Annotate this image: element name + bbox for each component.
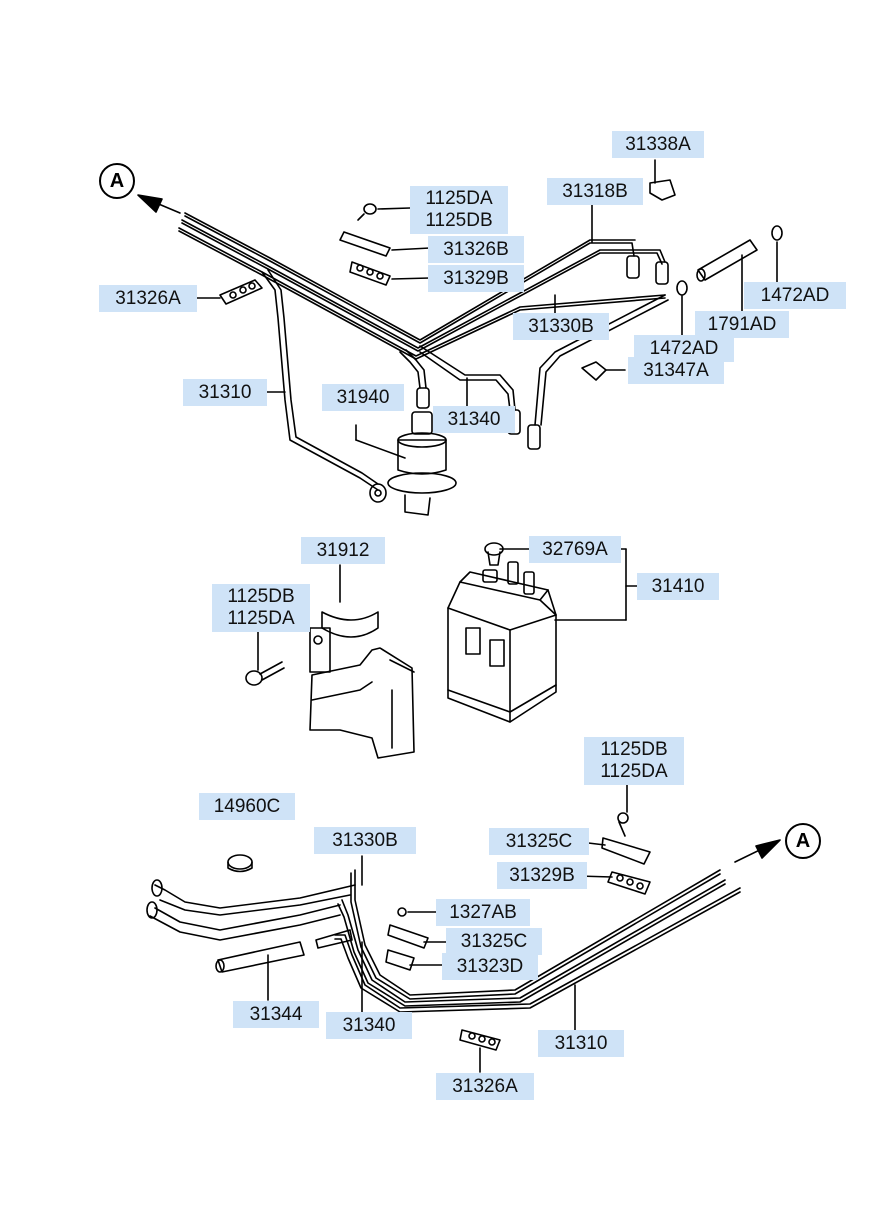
clip-31325C-right xyxy=(601,837,651,865)
clip-31323D xyxy=(385,949,415,971)
ref-marker-a-bottom: A xyxy=(785,823,821,859)
part-label-31940[interactable]: 31940 xyxy=(322,384,404,411)
part-label-31410[interactable]: 31410 xyxy=(637,573,719,600)
pipe-end-fitting-31310 xyxy=(369,483,387,503)
clip-31329B-top xyxy=(349,261,391,286)
canister-31410 xyxy=(447,542,557,723)
part-label-31329B-low[interactable]: 31329B xyxy=(497,862,587,889)
clip-31326A-low xyxy=(459,1029,501,1051)
part-label-1125DA-low: 1125DA xyxy=(600,761,668,782)
part-label-31326A-low[interactable]: 31326A xyxy=(436,1073,534,1100)
bracket-31912 xyxy=(309,611,415,759)
part-label-31338A[interactable]: 31338A xyxy=(612,131,704,158)
grommet-14960C xyxy=(227,854,253,873)
bolt-icon-mid xyxy=(245,661,285,686)
arrow-a-top-icon xyxy=(137,194,181,214)
part-label-31310-low[interactable]: 31310 xyxy=(538,1030,624,1057)
bracket-31338A xyxy=(649,179,676,201)
part-label-1125DB-1125DA-low[interactable]: 1125DB 1125DA xyxy=(584,737,684,785)
part-label-1327AB[interactable]: 1327AB xyxy=(436,899,530,926)
bolt-icon-low xyxy=(617,812,629,837)
part-label-31330B-top[interactable]: 31330B xyxy=(513,313,609,340)
part-label-31325C-right[interactable]: 31325C xyxy=(489,828,589,855)
part-label-31344[interactable]: 31344 xyxy=(233,1001,319,1028)
arrow-a-bottom-icon xyxy=(734,839,781,863)
part-label-1125DA-1125DB-top[interactable]: 1125DA 1125DB xyxy=(410,186,508,234)
bolt-icon-top xyxy=(357,203,377,221)
part-label-1125DA-top: 1125DA xyxy=(425,188,493,209)
part-label-31330B-low[interactable]: 31330B xyxy=(314,827,416,854)
grommet-1472AD-right xyxy=(771,225,783,241)
part-label-32769A[interactable]: 32769A xyxy=(529,536,621,563)
part-label-31326B[interactable]: 31326B xyxy=(428,236,524,263)
part-label-31318B[interactable]: 31318B xyxy=(547,178,643,205)
grommet-1472AD-mid xyxy=(676,280,688,296)
part-label-1125DB-mid: 1125DB xyxy=(227,586,295,607)
leader-lines xyxy=(189,159,778,1073)
clip-31329B-low xyxy=(607,871,651,895)
part-label-1472AD-right[interactable]: 1472AD xyxy=(744,282,846,309)
clip-31325C-mid xyxy=(387,924,429,949)
part-label-31912[interactable]: 31912 xyxy=(301,537,385,564)
part-label-31325C-mid[interactable]: 31325C xyxy=(446,928,542,955)
part-label-14960C[interactable]: 14960C xyxy=(199,793,295,820)
part-label-31310-top[interactable]: 31310 xyxy=(183,379,267,406)
fuel-pipe-bundle-lower xyxy=(146,869,741,1013)
part-label-1125DB-low: 1125DB xyxy=(600,739,668,760)
clip-31347A xyxy=(581,361,607,381)
part-label-1125DB-1125DA-mid[interactable]: 1125DB 1125DA xyxy=(212,584,310,632)
part-label-31340-low[interactable]: 31340 xyxy=(326,1012,412,1039)
clip-31326B xyxy=(339,231,391,257)
part-label-31340-top[interactable]: 31340 xyxy=(433,406,515,433)
part-label-1125DA-mid: 1125DA xyxy=(227,608,295,629)
part-label-1125DB-top: 1125DB xyxy=(425,210,493,231)
part-label-31329B-top[interactable]: 31329B xyxy=(428,265,524,292)
fuel-filter-31940 xyxy=(387,411,457,516)
clip-1327AB xyxy=(397,907,407,917)
part-label-1791AD[interactable]: 1791AD xyxy=(695,311,789,338)
part-label-31323D[interactable]: 31323D xyxy=(442,953,538,980)
fuel-pipe-bundle-upper xyxy=(178,212,669,491)
part-label-31347A[interactable]: 31347A xyxy=(628,357,724,384)
clip-31326A-top xyxy=(219,279,263,305)
ref-marker-a-top: A xyxy=(99,163,135,199)
hose-1791AD xyxy=(696,239,758,282)
part-label-31326A-top[interactable]: 31326A xyxy=(99,285,197,312)
